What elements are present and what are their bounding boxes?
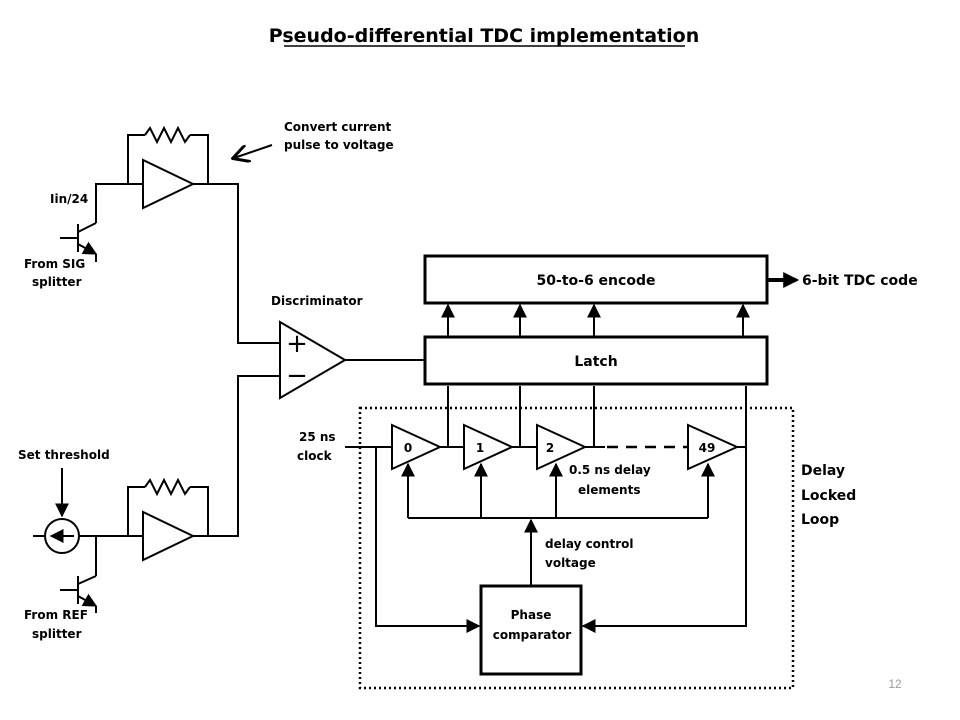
latch-block: [423, 335, 769, 386]
discriminator-minus-sign: −: [286, 361, 308, 391]
ref-transistor: [60, 575, 98, 613]
discriminator-triangle: [279, 320, 347, 400]
phase-comparator-label-line1: Phase: [511, 608, 552, 622]
delay-elements-label-line2: elements: [578, 483, 640, 497]
sig-amplifier-triangle: [142, 158, 196, 210]
page-number: 12: [888, 677, 902, 691]
phase-comparator-label-line2: comparator: [493, 628, 572, 642]
threshold-current-source: [44, 518, 80, 554]
clock-label-line1: 25 ns: [299, 430, 336, 444]
delay-control-bus: [401, 462, 715, 586]
discriminator: + −: [279, 320, 425, 400]
delay-element-1-label: 1: [476, 441, 484, 455]
set-threshold-label: Set threshold: [18, 448, 110, 462]
discriminator-plus-sign: +: [286, 329, 308, 359]
delay-control-label-line2: voltage: [545, 556, 596, 570]
clock-to-comparator: [375, 447, 481, 633]
ref-feedback-resistor: [144, 477, 191, 497]
dll-label-line3: Loop: [801, 512, 839, 528]
from-ref-label-line2: splitter: [32, 627, 82, 641]
delay-element-1: 1: [463, 423, 515, 471]
discriminator-label: Discriminator: [271, 294, 363, 308]
delay-element-2: 2: [536, 423, 588, 471]
sig-transistor: [60, 222, 98, 262]
delay-element-2-label: 2: [546, 441, 554, 455]
convert-label-line1: Convert current: [284, 120, 392, 134]
sig-feedback-resistor: [144, 125, 191, 145]
dll-boundary: [358, 406, 795, 690]
delay-to-latch-taps: [447, 386, 747, 447]
convert-pointer-arrow: [234, 144, 273, 158]
iin-label: Iin/24: [50, 192, 88, 206]
latch-to-encoder-arrows: [441, 303, 750, 337]
ref-transimpedance-amplifier: [33, 375, 280, 576]
last-tap-to-comparator: [581, 446, 747, 633]
delay-element-0: 0: [391, 423, 443, 471]
clock-label-line2: clock: [297, 449, 333, 463]
tdc-code-label: 6-bit TDC code: [802, 273, 918, 289]
delay-element-49-label: 49: [699, 441, 716, 455]
from-sig-label-line2: splitter: [32, 275, 82, 289]
latch-label: Latch: [574, 354, 617, 370]
delay-element-0-label: 0: [404, 441, 412, 455]
from-ref-label-line1: From REF: [24, 608, 88, 622]
delay-element-49: 49: [687, 423, 740, 471]
from-sig-label-line1: From SIG: [24, 257, 85, 271]
ref-amplifier-triangle: [142, 510, 196, 562]
convert-label-line2: pulse to voltage: [284, 138, 394, 152]
delay-control-label-line1: delay control: [545, 537, 633, 551]
page-title: Pseudo-differential TDC implementation: [269, 25, 699, 47]
delay-elements-label-line1: 0.5 ns delay: [569, 463, 651, 477]
phase-comparator-block: [479, 584, 583, 676]
dll-label-line2: Locked: [801, 488, 856, 504]
encoder-label: 50-to-6 encode: [537, 273, 656, 289]
dll-label-line1: Delay: [801, 463, 845, 479]
sig-transimpedance-amplifier: [95, 125, 280, 344]
